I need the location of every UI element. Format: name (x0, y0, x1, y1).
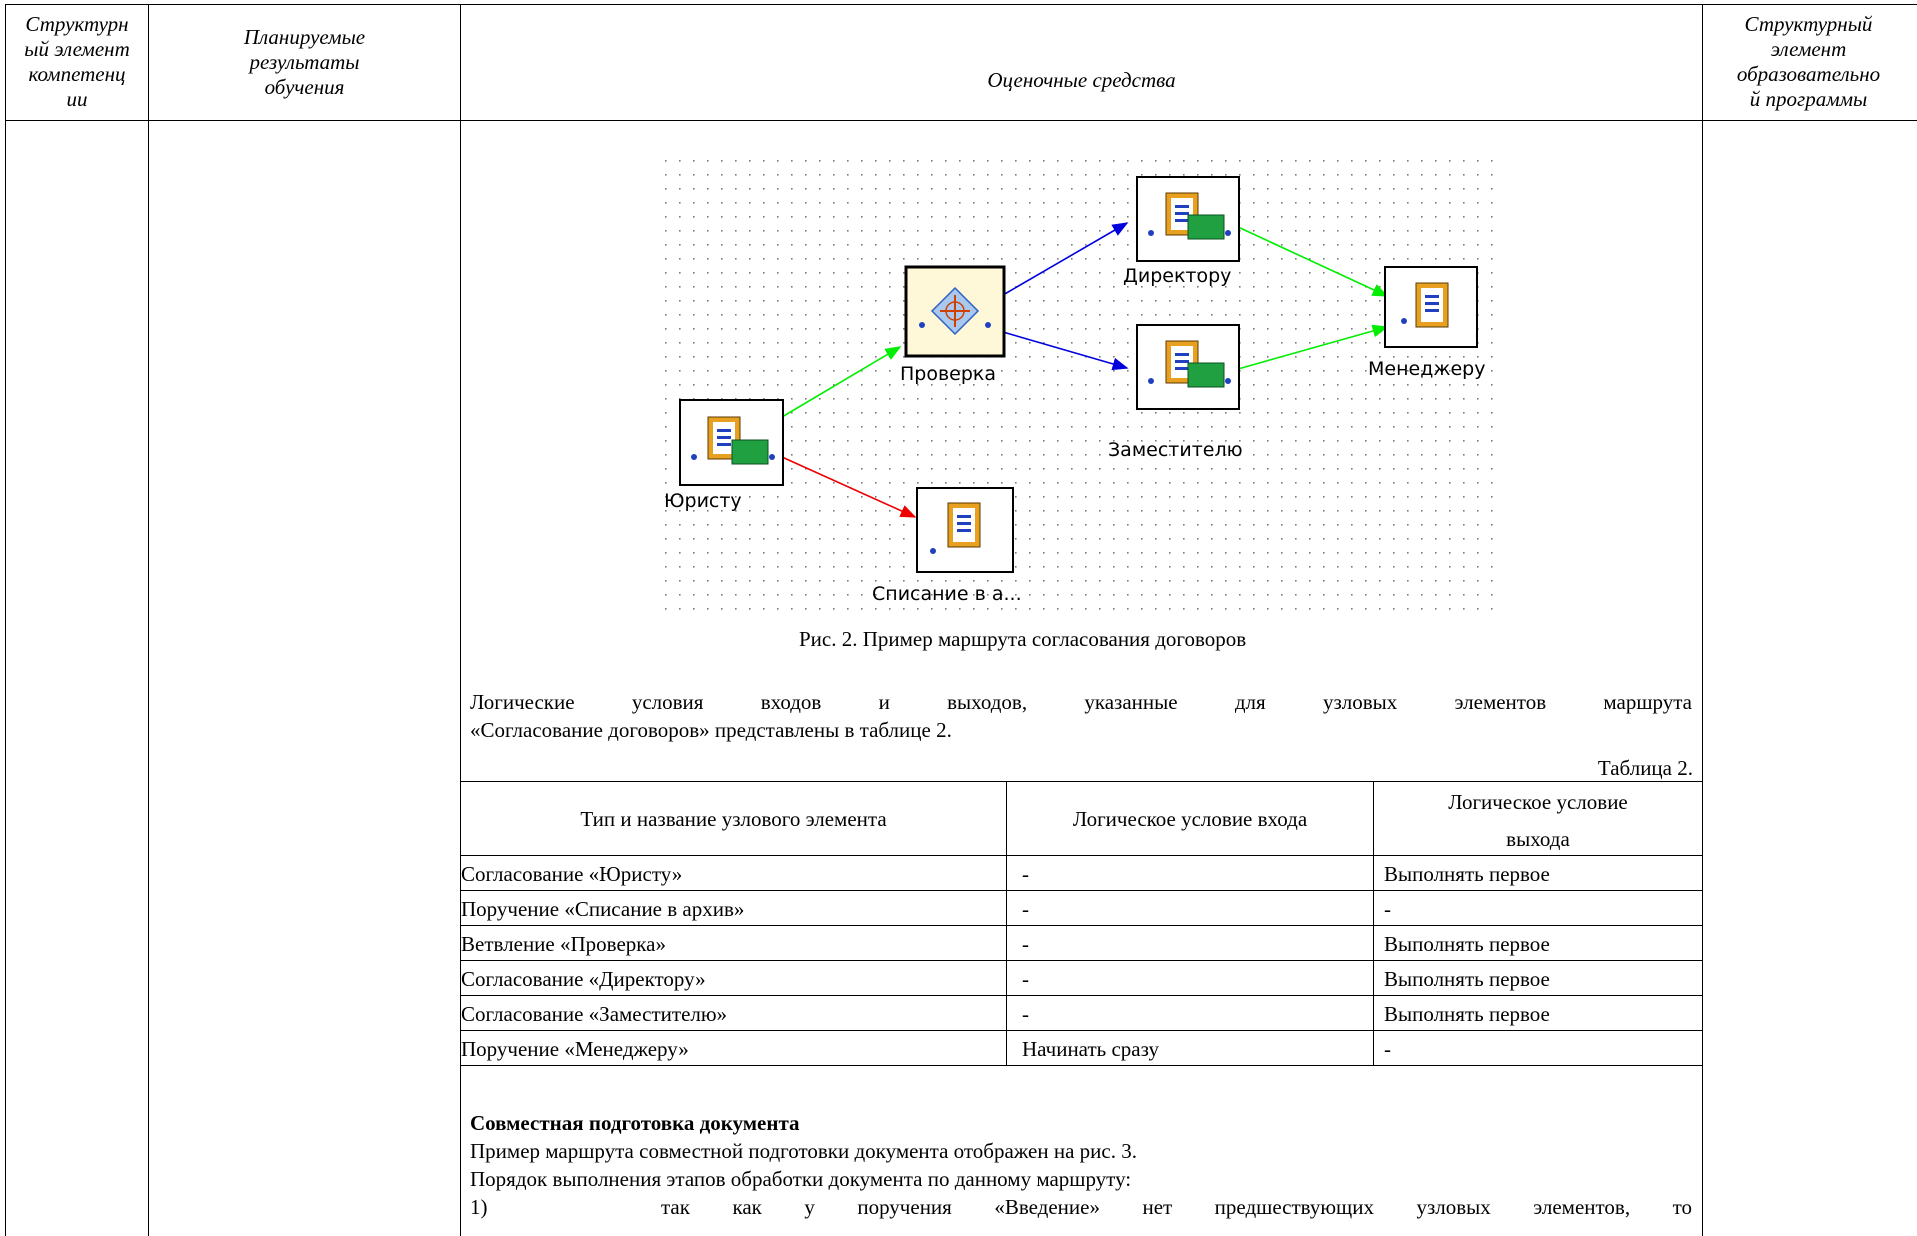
table-header-cell: Тип и название узлового элемента (580, 807, 887, 831)
node-zamestitelyu: Заместителю (1108, 324, 1243, 461)
table-border (460, 995, 1702, 996)
node-proverka: Проверка (900, 265, 1006, 385)
table-cell: Выполнять первое (1384, 1002, 1550, 1026)
header-line: Оценочные средства (987, 68, 1176, 92)
section-line: Пример маршрута совместной подготовки до… (470, 1139, 1137, 1163)
node-label-spisanie: Списание в а... (872, 583, 1022, 605)
link-proverka-zamestitelyu (1002, 331, 1129, 371)
header-line: результаты (249, 50, 360, 74)
header-line: Структурный (1744, 12, 1873, 36)
table-border (460, 890, 1702, 891)
header-line: ии (66, 87, 88, 111)
header-structural-element-competence: Структурн ый элемент компетенц ии (6, 12, 148, 112)
node-label-yuristu: Юристу (664, 490, 742, 512)
node-menedzheru: Менеджеру (1368, 266, 1485, 380)
node-yuristu: Юристу (664, 399, 784, 512)
header-line: компетенц (28, 62, 126, 86)
table-top-border (5, 4, 1917, 5)
link-yuristu-spisanie (781, 456, 917, 518)
section-title: Совместная подготовка документа (470, 1111, 800, 1135)
table-cell: - (1384, 897, 1391, 921)
header-line: ый элемент (24, 37, 130, 61)
table-border (1006, 781, 1007, 1066)
node-spisanie: Списание в а... (872, 487, 1022, 605)
table-cell: Начинать сразу (1022, 1037, 1159, 1061)
paragraph-line: «Согласование договоров» представлены в … (470, 718, 952, 742)
list-item-text: так как у поручения «Введение» нет предш… (661, 1195, 1692, 1219)
table-header-cell: выхода (1506, 827, 1570, 851)
header-line: Структурн (25, 12, 129, 36)
table-cell: Поручение «Списание в архив» (461, 897, 745, 921)
table-border (1373, 781, 1374, 1066)
header-line: Планируемые (243, 25, 366, 49)
section-line: Порядок выполнения этапов обработки доку… (470, 1167, 1132, 1191)
table-cell: - (1022, 932, 1029, 956)
table-border (460, 1030, 1702, 1031)
header-line: й программы (1749, 87, 1868, 111)
header-assessment-tools: Оценочные средства (461, 68, 1702, 93)
figure-caption: Рис. 2. Пример маршрута согласования дог… (799, 627, 1247, 651)
table-cell: Поручение «Менеджеру» (461, 1037, 689, 1061)
route-diagram: Юристу Проверка Директору Заместителю (660, 155, 1505, 611)
diagram-grid (660, 155, 1505, 611)
header-bottom-border (5, 120, 1917, 121)
col2-right-border (460, 4, 461, 1236)
table-cell: Ветвление «Проверка» (461, 932, 666, 956)
header-structural-element-program: Структурный элемент образовательно й про… (1700, 12, 1917, 112)
table-cell: Выполнять первое (1384, 932, 1550, 956)
node-label-menedzheru: Менеджеру (1368, 358, 1485, 380)
col1-right-border (148, 4, 149, 1236)
table-border (460, 855, 1702, 856)
node-label-direktoru: Директору (1123, 265, 1231, 287)
link-proverka-direktoru (1002, 222, 1129, 296)
node-direktoru: Директору (1123, 176, 1240, 287)
table-cell: - (1022, 1002, 1029, 1026)
table-border (460, 1065, 1702, 1066)
table-cell: Согласование «Юристу» (461, 862, 683, 886)
table-header-cell: Логическое условие входа (1072, 807, 1308, 831)
node-label-proverka: Проверка (900, 363, 996, 385)
col1-left-border (5, 4, 6, 1236)
header-line: обучения (264, 75, 345, 99)
link-zamestitelyu-menedzheru (1237, 324, 1389, 370)
col3-right-border (1702, 4, 1703, 1236)
table-cell: - (1022, 967, 1029, 991)
table-cell: Согласование «Директору» (461, 967, 706, 991)
header-planned-results: Планируемые результаты обучения (149, 25, 460, 100)
list-item-number: 1) (470, 1195, 488, 1219)
paragraph-line: Логические условия входов и выходов, ука… (470, 690, 1692, 714)
table-cell: - (1022, 862, 1029, 886)
link-direktoru-menedzheru (1237, 226, 1389, 297)
table-label: Таблица 2. (1597, 756, 1693, 780)
header-line: образовательно (1736, 62, 1881, 86)
table-cell: Согласование «Заместителю» (461, 1002, 728, 1026)
table-cell: - (1384, 1037, 1391, 1061)
header-line: элемент (1770, 37, 1847, 61)
node-label-zamestitelyu: Заместителю (1108, 439, 1243, 461)
table-border (460, 781, 1702, 782)
link-yuristu-proverka (781, 346, 902, 418)
table-header-cell: Логическое условие (1448, 790, 1628, 814)
table-cell: Выполнять первое (1384, 967, 1550, 991)
table-border (460, 925, 1702, 926)
table-border (460, 960, 1702, 961)
table-cell: Выполнять первое (1384, 862, 1550, 886)
table-cell: - (1022, 897, 1029, 921)
